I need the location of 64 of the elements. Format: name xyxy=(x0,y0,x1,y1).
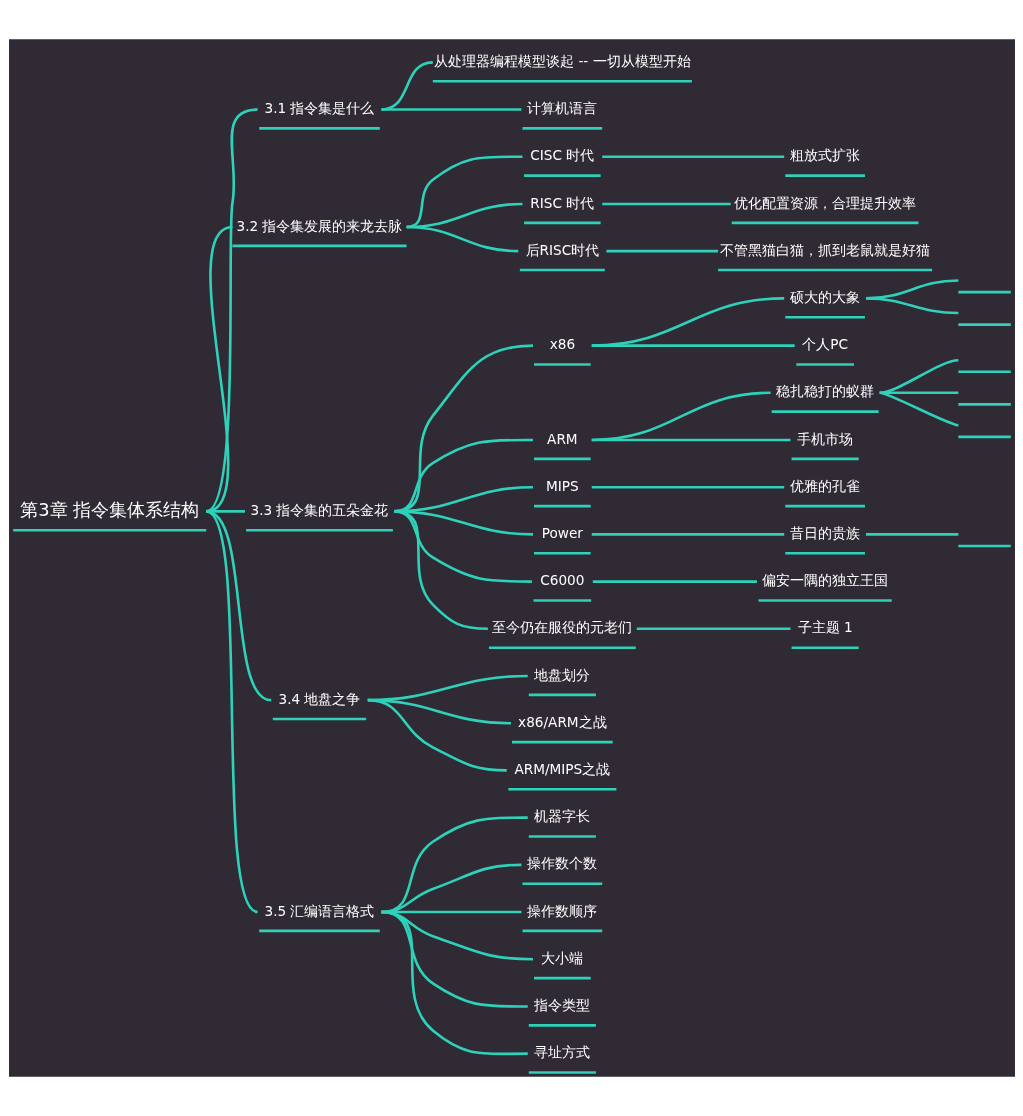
node-bar xyxy=(957,435,1011,439)
node-text: 后RISC时代 xyxy=(525,241,599,258)
node-text: 操作数个数 xyxy=(526,855,597,872)
node-text: 3.5 汇编语言格式 xyxy=(264,902,375,919)
node-text: 从处理器编程模型谈起 -- 一切从模型开始 xyxy=(433,52,691,69)
connector xyxy=(380,910,528,1008)
node-text: 昔日的贵族 xyxy=(789,524,860,541)
connector xyxy=(380,910,528,1056)
connector xyxy=(591,344,795,347)
node-text: ARM/MIPS之战 xyxy=(513,760,610,777)
node-bar xyxy=(957,370,1011,374)
connector xyxy=(601,202,731,206)
node-text: x86 xyxy=(549,336,575,353)
connector xyxy=(592,580,757,583)
connector xyxy=(380,108,521,111)
connector xyxy=(406,225,518,253)
node-text: C6000 xyxy=(539,572,584,589)
node-bar xyxy=(957,403,1011,406)
node-text: Power xyxy=(541,524,583,541)
node-text: 寻址方式 xyxy=(533,1044,590,1061)
connector xyxy=(591,533,784,536)
node-bar xyxy=(957,544,1011,548)
node-text: 操作数顺序 xyxy=(526,902,597,919)
connector xyxy=(591,438,790,442)
node-text: 粗放式扩张 xyxy=(789,147,860,164)
connector xyxy=(204,510,258,914)
node-text: 地盘划分 xyxy=(533,666,590,683)
connector xyxy=(367,698,507,772)
connector xyxy=(605,249,718,253)
node-text: 3.1 指令集是什么 xyxy=(264,100,375,117)
node-text: 3.4 地盘之争 xyxy=(278,690,361,707)
node-text: 不管黑猫白猫，抓到老鼠就是好猫 xyxy=(719,241,930,258)
connector xyxy=(879,358,958,395)
node-text: MIPS xyxy=(545,477,579,494)
connector xyxy=(393,510,488,631)
connector xyxy=(865,533,958,536)
node-text: 手机市场 xyxy=(796,430,853,447)
node-text: 优雅的孔雀 xyxy=(789,477,860,494)
node-text: 机器字长 xyxy=(533,808,590,825)
node-bar xyxy=(957,290,1011,294)
node-text: 硕大的大象 xyxy=(789,288,860,305)
node-bar xyxy=(957,323,1011,326)
node-text: RISC 时代 xyxy=(529,194,594,211)
node-text: x86/ARM之战 xyxy=(517,713,607,730)
node-text: 个人PC xyxy=(801,336,848,353)
connector xyxy=(865,297,958,315)
connector xyxy=(879,391,958,395)
node-text: 优化配置资源，合理提升效率 xyxy=(733,194,916,211)
node-text: 偏安一隅的独立王国 xyxy=(761,572,888,589)
connector xyxy=(878,391,959,427)
connector xyxy=(591,485,784,489)
node-text: 计算机语言 xyxy=(526,100,597,117)
node-text: 3.2 指令集发展的来龙去脉 xyxy=(236,217,403,234)
node-text: 大小端 xyxy=(540,949,583,966)
node-text: 指令类型 xyxy=(533,997,590,1014)
node-text: ARM xyxy=(546,430,578,447)
connector xyxy=(636,627,790,631)
node-text: 子主题 1 xyxy=(797,619,853,636)
node-text: CISC 时代 xyxy=(529,147,594,164)
node-text: 至今仍在服役的元老们 xyxy=(491,619,632,636)
connector xyxy=(601,155,784,159)
node-text: 稳扎稳打的蚁群 xyxy=(775,383,874,400)
node-text: 第3章 指令集体系结构 xyxy=(19,498,199,520)
node-text: 3.3 指令集的五朵金花 xyxy=(250,501,389,518)
